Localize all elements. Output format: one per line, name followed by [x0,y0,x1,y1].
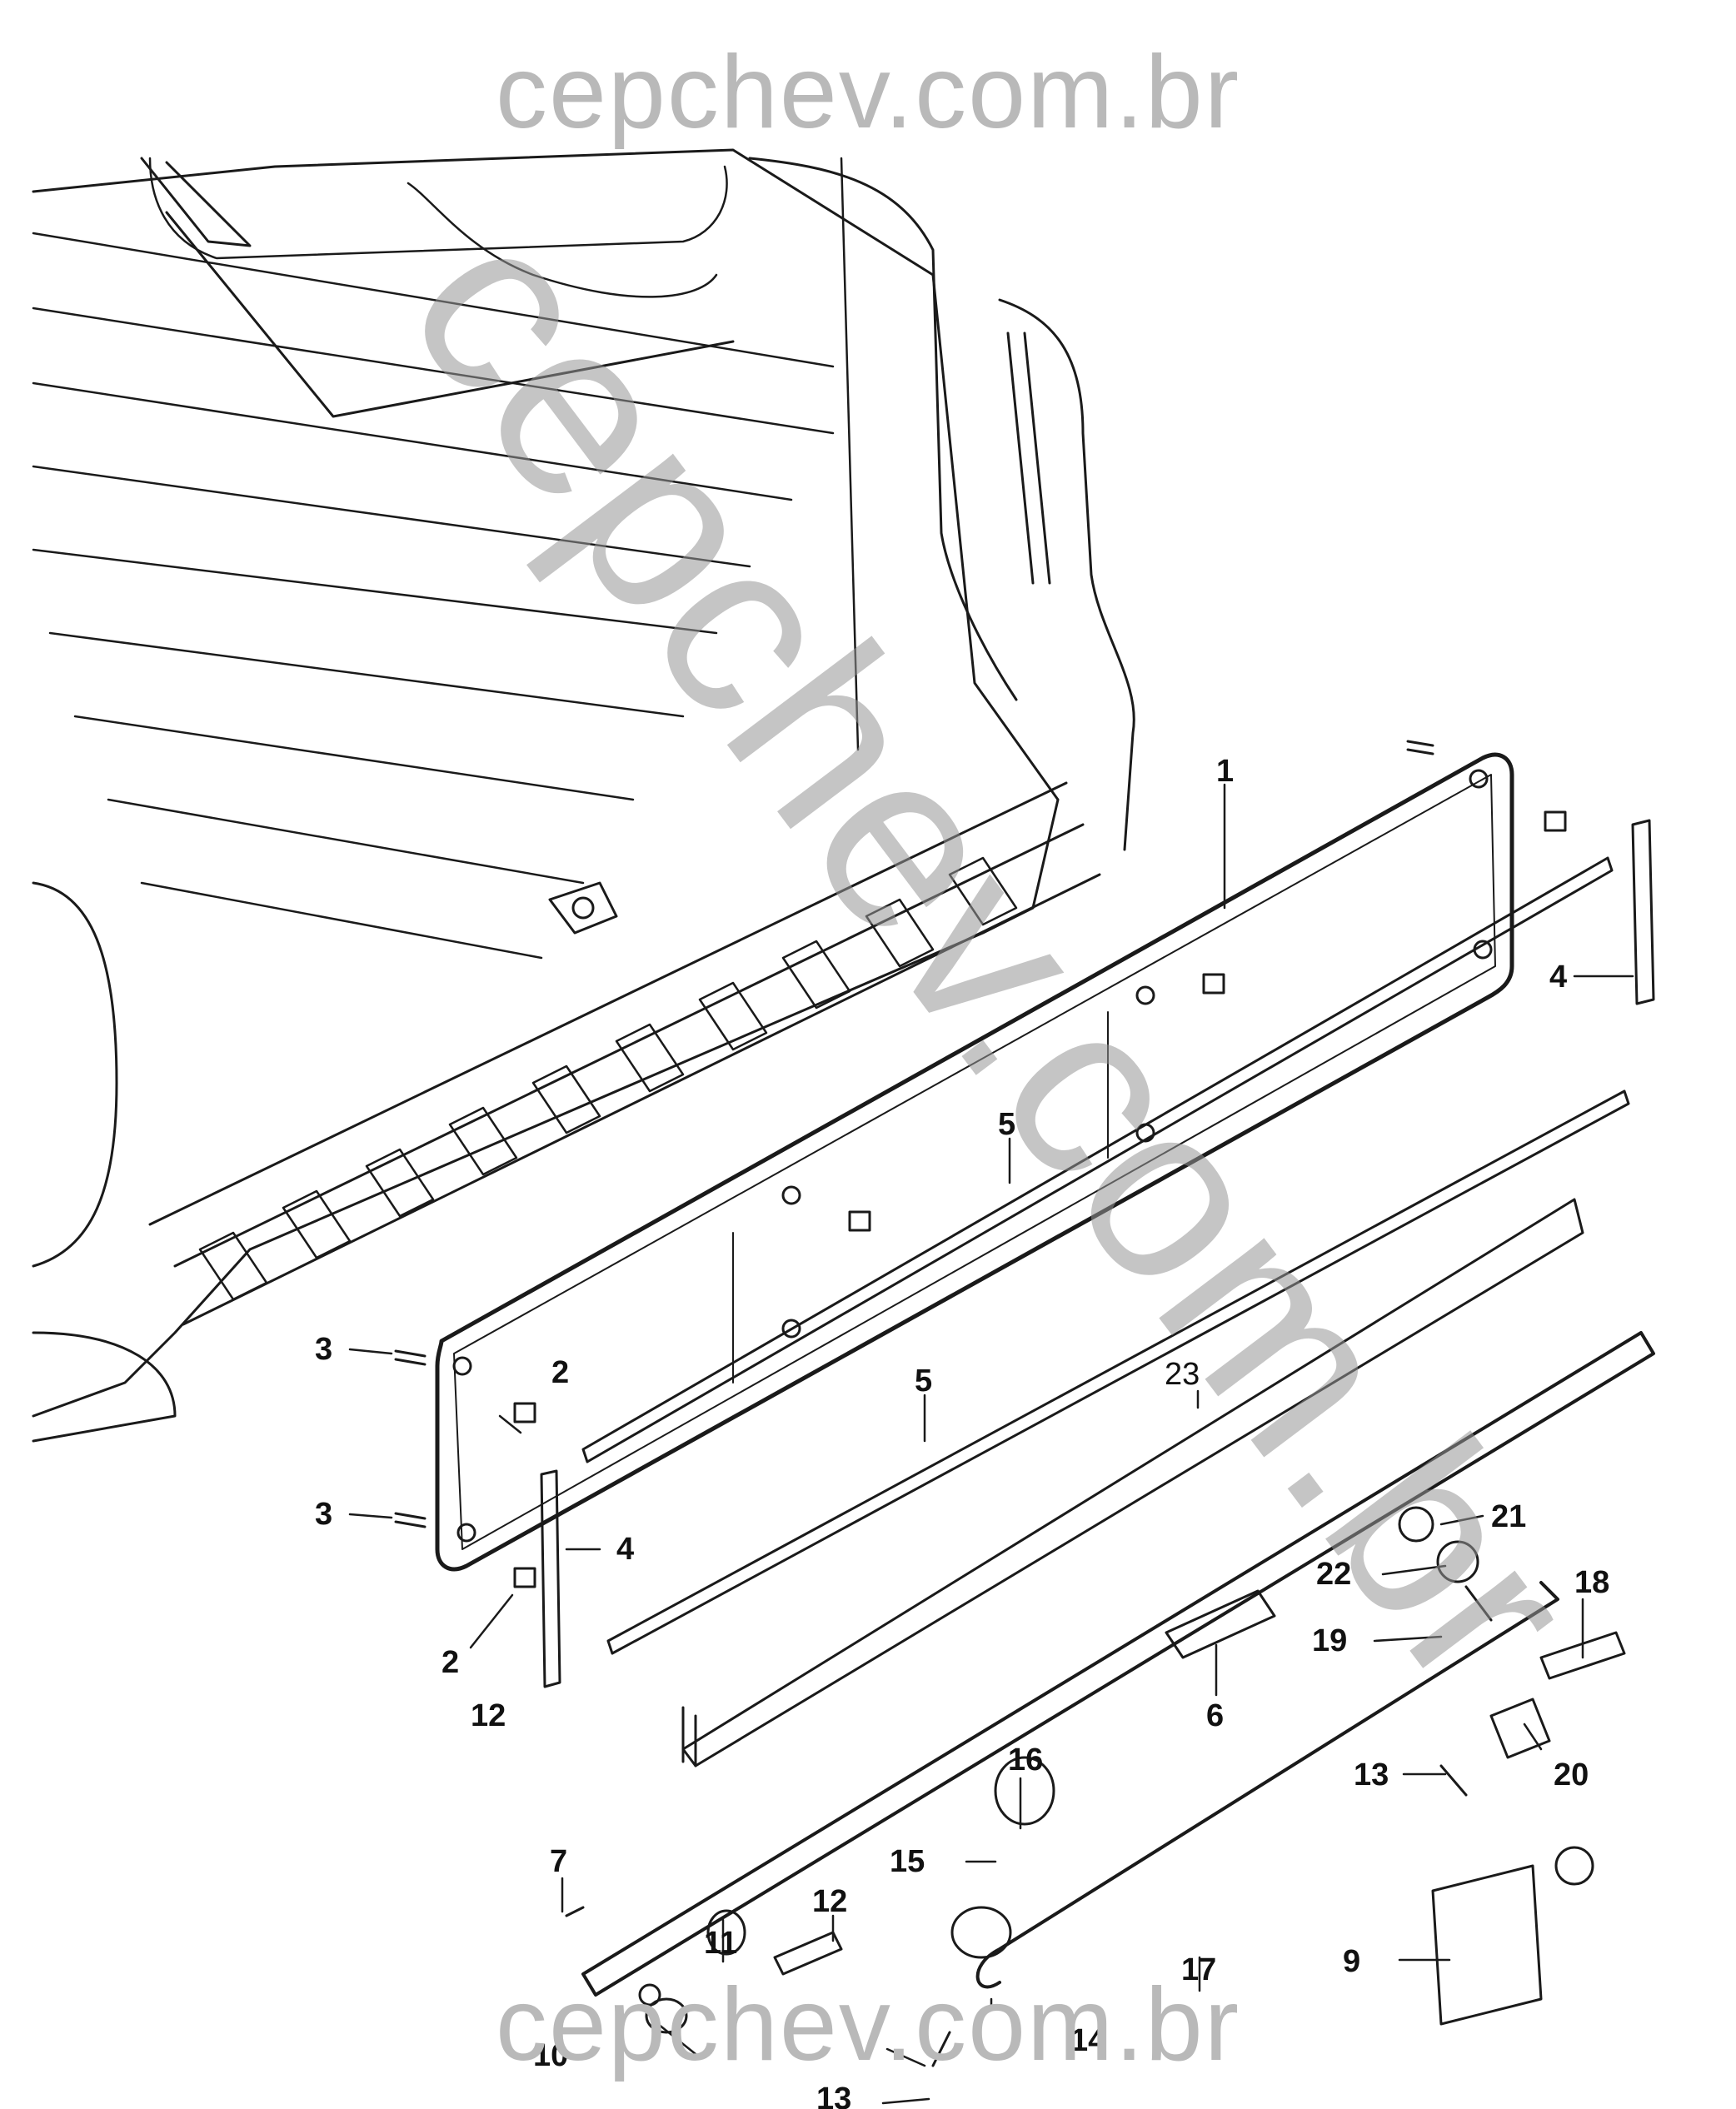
callout-14: 14 [1070,2023,1105,2058]
weatherstrip-part-5-lower [606,1089,1630,1655]
callout-16: 16 [1008,1743,1043,1777]
watermark-bottom: cepchev.com.br [495,1967,1241,2082]
callout-21: 21 [1491,1499,1526,1534]
truck-bed-outline [32,148,1135,1443]
callout-20: 20 [1554,1758,1589,1792]
trim-channel-part-23 [681,1198,1584,1767]
callout-4-right: 4 [1549,960,1567,995]
callout-19: 19 [1312,1623,1347,1658]
callout-5-lower: 5 [915,1364,932,1399]
callout-3-lower: 3 [315,1497,332,1532]
callout-5-upper: 5 [998,1107,1015,1142]
callout-12-bolt: 12 [812,1884,847,1919]
side-seal-part-4-left [540,1469,561,1688]
cable-rod-part-17 [975,1581,1559,1989]
callout-3-upper: 3 [315,1332,332,1367]
lower-rail-part-6 [581,1331,1655,1997]
callout-23: 23 [1165,1357,1200,1392]
leader-lines [348,783,1634,2105]
callout-10: 10 [533,2038,568,2073]
callout-labels: 1 4 5 3 2 5 23 3 21 4 22 18 19 2 6 12 13… [315,754,1609,2109]
callout-15: 15 [890,1844,925,1879]
callout-7: 7 [550,1844,567,1879]
watermark-top: cepchev.com.br [495,35,1241,150]
side-seal-part-4-right [1631,819,1655,1005]
callout-2-upper: 2 [551,1355,569,1390]
callout-13-lower: 13 [816,2082,851,2109]
callout-9: 9 [1343,1944,1360,1979]
callout-18: 18 [1574,1565,1609,1600]
callout-12-floating: 12 [471,1698,506,1733]
callout-4-left: 4 [616,1532,634,1567]
callout-11: 11 [704,1926,737,1961]
hardware-fasteners [394,740,1626,2067]
weatherstrip-part-5-upper [581,856,1614,1463]
callout-17: 17 [1181,1952,1216,1987]
callout-6: 6 [1206,1698,1224,1733]
callout-13-upper: 13 [1354,1758,1389,1792]
callout-1: 1 [1216,754,1234,789]
callout-2-lower: 2 [441,1645,459,1680]
panel-part-1 [435,752,1514,1572]
callout-22: 22 [1316,1557,1351,1592]
